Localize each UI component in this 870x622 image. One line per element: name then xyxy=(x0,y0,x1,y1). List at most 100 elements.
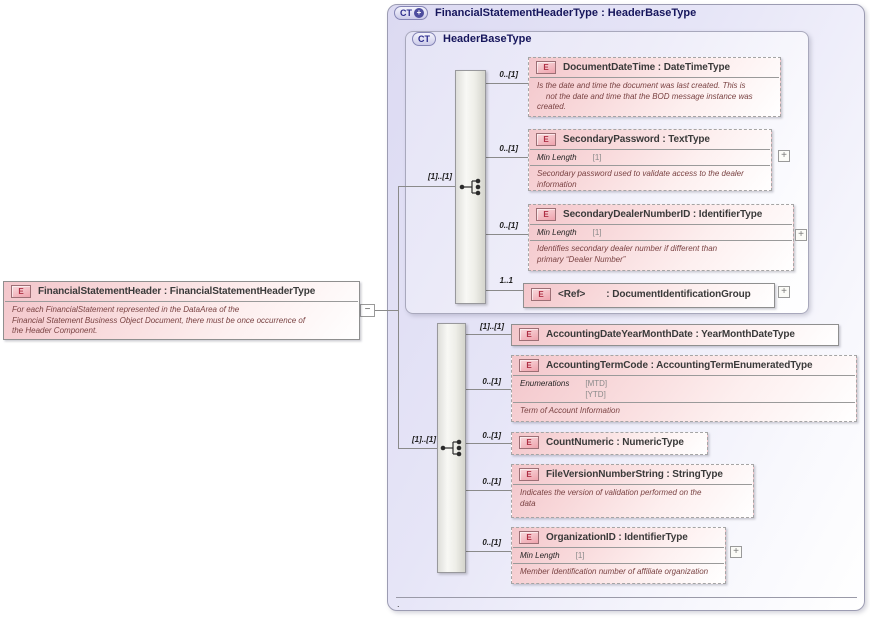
facet-value: [1] xyxy=(592,153,602,162)
element-annotation: Identifies secondary dealer number if di… xyxy=(537,244,718,264)
element-annotation: Member Identification number of affiliat… xyxy=(520,567,709,576)
divider xyxy=(513,563,724,564)
element-header-row: E SecondaryDealerNumberID : IdentifierTy… xyxy=(529,205,793,224)
element-icon: E xyxy=(536,133,556,146)
enumeration-value: [MTD] xyxy=(585,379,608,388)
connector-line xyxy=(358,310,398,311)
element-file-version-number-string[interactable]: E FileVersionNumberString : StringType I… xyxy=(511,464,754,518)
element-organization-id[interactable]: E OrganizationID : IdentifierType Min Le… xyxy=(511,527,726,584)
sequence-compositor-bar[interactable] xyxy=(455,70,486,304)
element-title: AccountingDateYearMonthDate : YearMonthD… xyxy=(546,329,795,340)
enumeration-values: [MTD] [YTD] xyxy=(585,378,607,400)
divider xyxy=(530,77,779,78)
connector-line xyxy=(398,186,455,187)
cardinality-label: [1]..[1] xyxy=(480,322,504,331)
element-annotation: Indicates the version of validation perf… xyxy=(520,488,702,508)
complex-type-title: FinancialStatementHeaderType : HeaderBas… xyxy=(435,7,697,19)
ct-badge-label: CT xyxy=(418,34,430,44)
element-name: <Ref> xyxy=(558,289,586,300)
facet-value: [1] xyxy=(575,551,585,560)
expand-icon[interactable]: + xyxy=(795,229,807,241)
divider xyxy=(530,165,770,166)
divider xyxy=(5,301,358,302)
element-icon: E xyxy=(519,436,539,449)
ct-badge-label: CT xyxy=(400,8,412,18)
connector-line xyxy=(466,389,511,390)
element-financial-statement-header[interactable]: E FinancialStatementHeader : FinancialSt… xyxy=(3,281,360,340)
element-accounting-term-code[interactable]: E AccountingTermCode : AccountingTermEnu… xyxy=(511,355,857,422)
element-annotation: Term of Account Information xyxy=(520,406,620,415)
connector-line xyxy=(486,157,528,158)
element-header-row: E OrganizationID : IdentifierType xyxy=(512,528,725,547)
divider xyxy=(513,375,855,376)
element-header-row: E DocumentDateTime : DateTimeType xyxy=(529,58,780,77)
expand-icon[interactable]: + xyxy=(730,546,742,558)
element-secondary-password[interactable]: E SecondaryPassword : TextType Min Lengt… xyxy=(528,129,772,191)
enumeration-value: [YTD] xyxy=(585,390,606,399)
element-title: CountNumeric : NumericType xyxy=(546,437,684,448)
derived-plus-icon[interactable]: + xyxy=(414,8,424,18)
facet-label: Min Length xyxy=(537,228,577,237)
facet-row: Min Length [1] xyxy=(529,150,771,165)
element-icon: E xyxy=(519,359,539,372)
cardinality-label: 0..[1] xyxy=(482,431,501,440)
element-header-row: E AccountingTermCode : AccountingTermEnu… xyxy=(512,356,856,375)
cardinality-label: 1..1 xyxy=(499,276,513,285)
facet-row: Enumerations [MTD] [YTD] xyxy=(512,376,856,402)
element-type: : DocumentIdentificationGroup xyxy=(606,289,751,300)
element-icon: E xyxy=(536,61,556,74)
type-annotation-text: . xyxy=(397,599,400,609)
complex-type-badge: CT + xyxy=(394,6,428,20)
cardinality-label: 0..[1] xyxy=(482,377,501,386)
base-type-header: CT HeaderBaseType xyxy=(412,32,531,46)
element-header-row: E <Ref> : DocumentIdentificationGroup xyxy=(524,284,774,305)
facet-value: [1] xyxy=(592,228,602,237)
sequence-icon xyxy=(459,178,481,196)
element-title: SecondaryPassword : TextType xyxy=(563,134,710,145)
facet-label: Min Length xyxy=(520,551,560,560)
element-header-row: E CountNumeric : NumericType xyxy=(512,433,707,452)
cardinality-label: [1]..[1] xyxy=(428,172,452,181)
facet-label: Min Length xyxy=(537,153,577,162)
element-title: SecondaryDealerNumberID : IdentifierType xyxy=(563,209,763,220)
connector-trunk-line xyxy=(398,186,399,449)
element-title: FileVersionNumberString : StringType xyxy=(546,469,723,480)
element-header-row: E SecondaryPassword : TextType xyxy=(529,130,771,149)
element-title: OrganizationID : IdentifierType xyxy=(546,532,688,543)
element-icon: E xyxy=(11,285,31,298)
element-icon: E xyxy=(519,328,539,341)
facet-row: Min Length [1] xyxy=(512,548,725,563)
element-icon: E xyxy=(536,208,556,221)
element-header-row: E FileVersionNumberString : StringType xyxy=(512,465,753,484)
expand-icon[interactable]: + xyxy=(778,150,790,162)
divider xyxy=(513,402,855,403)
expand-icon[interactable]: + xyxy=(778,286,790,298)
element-title: FinancialStatementHeader : FinancialStat… xyxy=(38,286,316,297)
element-icon: E xyxy=(531,288,551,301)
collapse-toggle[interactable]: − xyxy=(360,304,375,317)
element-ref-document-identification-group[interactable]: E <Ref> : DocumentIdentificationGroup xyxy=(523,283,775,308)
connector-line xyxy=(466,443,511,444)
cardinality-label: 0..[1] xyxy=(482,538,501,547)
connector-line xyxy=(486,290,523,291)
complex-type-header: CT + FinancialStatementHeaderType : Head… xyxy=(394,6,696,20)
element-annotation: Secondary password used to validate acce… xyxy=(537,169,744,189)
sequence-icon xyxy=(440,439,462,457)
cardinality-label: [1]..[1] xyxy=(412,435,436,444)
element-icon: E xyxy=(519,531,539,544)
facet-label: Enumerations xyxy=(520,379,570,388)
element-secondary-dealer-number-id[interactable]: E SecondaryDealerNumberID : IdentifierTy… xyxy=(528,204,794,271)
element-header-row: E FinancialStatementHeader : FinancialSt… xyxy=(4,282,359,301)
cardinality-label: 0..[1] xyxy=(499,144,518,153)
element-accounting-date-year-month-date[interactable]: E AccountingDateYearMonthDate : YearMont… xyxy=(511,324,839,346)
connector-line xyxy=(486,234,528,235)
base-type-badge: CT xyxy=(412,32,436,46)
footer-divider xyxy=(396,597,857,598)
connector-line xyxy=(466,334,511,335)
element-annotation: Is the date and time the document was la… xyxy=(537,81,753,111)
cardinality-label: 0..[1] xyxy=(482,477,501,486)
element-document-date-time[interactable]: E DocumentDateTime : DateTimeType Is the… xyxy=(528,57,781,117)
element-icon: E xyxy=(519,468,539,481)
element-count-numeric[interactable]: E CountNumeric : NumericType xyxy=(511,432,708,455)
